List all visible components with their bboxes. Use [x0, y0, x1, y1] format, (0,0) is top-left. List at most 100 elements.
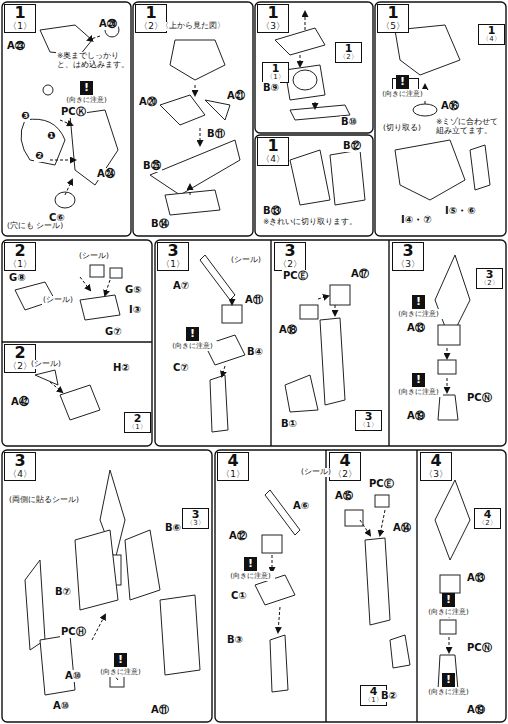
caution-icon: ! [412, 295, 425, 309]
part-callout: G⑦ [104, 326, 123, 338]
step-sub-number: 〈4〉 [482, 36, 501, 43]
step-number-box: 4〈2〉 [329, 452, 361, 481]
part-callout: I③ [128, 304, 142, 316]
step-sub-number: 〈3〉 [396, 260, 420, 269]
part-callout: C⑦ [172, 362, 190, 374]
part-callout: PCⓀ [60, 106, 87, 118]
step-number-box: 3〈3〉 [392, 242, 424, 271]
part-callout: B㉕ [142, 160, 162, 172]
sticker-note: (両側に貼るシール) [8, 496, 80, 505]
part-callout: PCⓃ [466, 392, 493, 404]
step-number: 4 [424, 453, 448, 469]
caution-mark: !(向きに注意) [394, 368, 443, 397]
step-number: 3 [278, 243, 302, 259]
part-callout: G⑤ [124, 284, 143, 296]
instruction-note: ※奥までしっかりと、はめ込みます。 [56, 52, 130, 69]
caution-note: (向きに注意) [424, 607, 473, 617]
step-number: 4 [478, 509, 497, 520]
caution-note: (向きに注意) [96, 667, 145, 677]
step-number: 2 [8, 243, 32, 259]
step-sub-number: 〈2〉 [333, 470, 357, 479]
step-number: 1 [261, 5, 285, 21]
step-sub-number: 〈1〉 [161, 260, 185, 269]
step-number-box: 4〈1〉 [217, 452, 249, 481]
step-sub-number: 〈5〉 [381, 22, 405, 31]
step-sub-number: 〈2〉 [478, 520, 497, 527]
step-number: 1 [261, 138, 285, 154]
step-number: 2 [128, 413, 147, 424]
instruction-note: ※ミゾに合わせて組み立てます。 [435, 118, 505, 135]
sticker-note: (切り取る) [382, 124, 422, 133]
part-callout: PCⒺ [368, 478, 395, 490]
part-callout: PCⒽ [60, 626, 87, 638]
part-callout: A㉑ [226, 90, 246, 102]
step-sub-number: 〈3〉 [186, 520, 205, 527]
step-sub-number: 〈3〉 [424, 470, 448, 479]
part-callout: A⑥ [292, 500, 310, 512]
caution-mark: !(向きに注意) [62, 76, 111, 105]
step-number-box: 1〈1〉 [4, 4, 36, 33]
step-number: 1 [8, 5, 32, 21]
caution-note: (向きに注意) [424, 687, 473, 697]
caution-mark: !(向きに注意) [168, 322, 217, 351]
step-number-box: 4〈3〉 [420, 452, 452, 481]
caution-icon: ! [80, 81, 93, 95]
caution-icon: ! [442, 673, 455, 687]
step-number: 1 [339, 43, 358, 54]
step-number-box: 3〈2〉 [274, 242, 306, 271]
step-sub-number: 〈1〉 [8, 22, 32, 31]
part-callout: PCⓃ [466, 642, 493, 654]
caution-icon: ! [114, 653, 127, 667]
part-callout: B⑫ [342, 140, 362, 152]
caution-note: (向きに注意) [62, 95, 111, 105]
part-callout: A⑬ [406, 322, 426, 334]
step-reference-box: 1〈4〉 [478, 24, 505, 45]
caution-mark: !(向きに注意) [96, 648, 145, 677]
step-number: 3 [396, 243, 420, 259]
part-callout: B② [380, 690, 398, 702]
part-callout: B⑨ [262, 82, 280, 94]
part-callout: A⑦ [172, 280, 190, 292]
step-number-box: 1〈4〉 [257, 137, 289, 166]
caution-mark: !(向きに注意) [394, 290, 443, 319]
step-number: 3 [161, 243, 185, 259]
step-number: 4 [221, 453, 245, 469]
part-callout: B③ [226, 634, 244, 646]
step-sub-number: 〈1〉 [221, 470, 245, 479]
step-number: 1 [266, 63, 285, 74]
step-sub-number: 〈1〉 [359, 422, 378, 429]
part-callout: B④ [246, 346, 264, 358]
sticker-note: (シール) [300, 468, 332, 477]
part-callout: A⑪ [244, 294, 264, 306]
part-callout: A⑭ [392, 522, 412, 534]
part-callout: A⑳ [138, 96, 158, 108]
step-sub-number: 〈2〉 [339, 54, 358, 61]
step-reference-box: 1〈2〉 [335, 42, 362, 63]
part-callout: A⑲ [466, 704, 486, 716]
step-sub-number: 〈4〉 [261, 155, 285, 164]
step-number-box: 2〈2〉 [4, 344, 36, 373]
part-callout: C① [230, 590, 248, 602]
step-number-box: 3〈4〉 [4, 452, 36, 481]
step-sub-number: 〈2〉 [278, 260, 302, 269]
caution-icon: ! [186, 327, 199, 341]
caution-icon: ! [396, 75, 409, 89]
step-reference-box: 4〈2〉 [474, 508, 501, 529]
caution-note: (向きに注意) [378, 89, 427, 99]
caution-icon: ! [442, 593, 455, 607]
step-number: 1 [482, 25, 501, 36]
caution-icon: ! [244, 557, 257, 571]
part-callout: A⑮ [334, 490, 354, 502]
part-callout: I⑤・⑥ [444, 205, 477, 217]
part-callout: G⑧ [8, 272, 27, 284]
step-number: 3 [359, 411, 378, 422]
step-number-box: 1〈3〉 [257, 4, 289, 33]
step-reference-box: 2〈1〉 [124, 412, 151, 433]
step-number: 2 [8, 345, 32, 361]
step-number: 4 [333, 453, 357, 469]
part-callout: A⑪ [150, 704, 170, 716]
caution-mark: !(向きに注意) [424, 588, 473, 617]
caution-note: (向きに注意) [394, 309, 443, 319]
part-callout: A㉓ [6, 40, 26, 52]
